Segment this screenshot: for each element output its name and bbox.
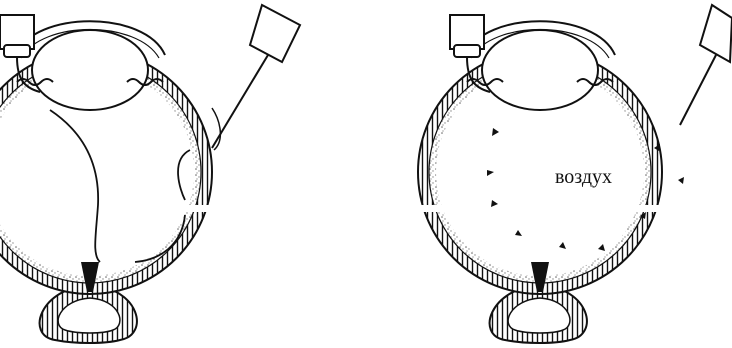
left-eye	[0, 5, 300, 343]
right-eye: воздух	[415, 5, 732, 343]
air-label: воздух	[555, 166, 612, 188]
right-vitrector-instrument-icon	[680, 5, 732, 125]
left-vitrector-instrument-icon	[212, 5, 300, 148]
